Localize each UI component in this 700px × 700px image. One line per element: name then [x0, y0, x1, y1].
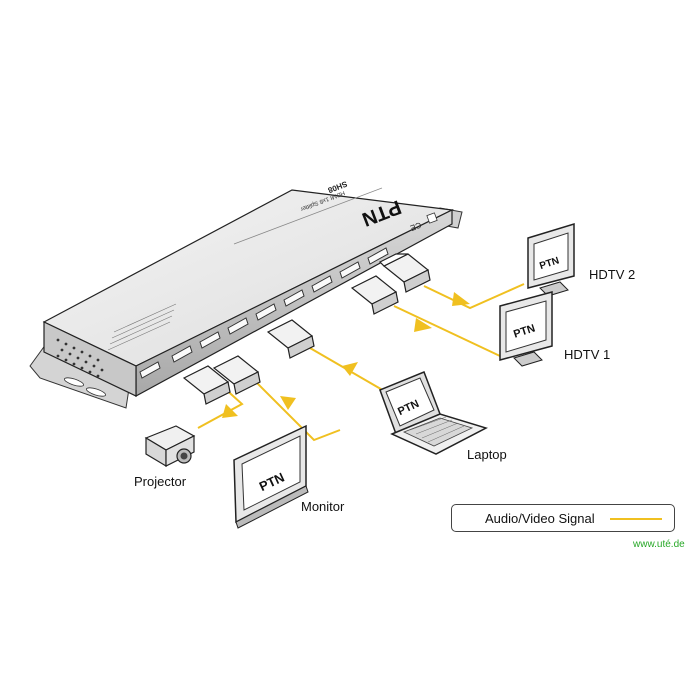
- monitor-device: PTN: [233, 424, 309, 529]
- legend-signal-line: [610, 518, 662, 520]
- hdmi-port: [227, 317, 249, 335]
- hdtv1-display: PTN: [499, 291, 553, 367]
- projector-device: [144, 425, 196, 468]
- hdmi-port: [367, 247, 389, 265]
- hdmi-port: [283, 289, 305, 307]
- hdmi-connectors: [182, 253, 431, 405]
- signal-line-hdtv2: [423, 283, 525, 310]
- laptop-device: PTN: [379, 371, 488, 455]
- hdmi-port: [171, 345, 193, 363]
- legend-box: Audio/Video Signal: [451, 504, 675, 532]
- mounting-ear-left: [29, 343, 131, 409]
- label-monitor: Monitor: [301, 499, 345, 514]
- arrow-head: [414, 318, 432, 332]
- arrow-head: [452, 292, 470, 306]
- label-laptop: Laptop: [467, 447, 507, 462]
- hdtv2-display: PTN: [527, 222, 575, 297]
- hdmi-port: [199, 331, 221, 349]
- hdmi-port: [255, 303, 277, 321]
- hdmi-plug: [212, 355, 261, 395]
- arrow-head: [342, 362, 358, 376]
- legend-label: Audio/Video Signal: [485, 511, 595, 526]
- arrow-head: [280, 396, 296, 410]
- splitter-ce-mark: CE: [409, 220, 423, 232]
- hdmi-plug: [378, 253, 431, 293]
- hdmi-port-row: [139, 247, 389, 379]
- signal-line-monitor: [251, 377, 341, 442]
- hdmi-port: [311, 275, 333, 293]
- hdmi-port: [139, 361, 161, 379]
- label-hdtv2: HDTV 2: [589, 267, 636, 282]
- hdmi-plug: [182, 365, 231, 405]
- signal-line-hdtv1: [393, 305, 501, 357]
- label-projector: Projector: [134, 474, 187, 489]
- signal-arrows: [222, 292, 470, 418]
- label-hdtv1: HDTV 1: [564, 347, 611, 362]
- hdmi-port: [339, 261, 361, 279]
- hdmi-plug: [350, 275, 399, 315]
- watermark-text: www.uté.de: [633, 539, 685, 550]
- hdmi-plug: [266, 319, 315, 359]
- splitter-end-panel: [43, 321, 137, 397]
- hdmi-splitter-device: PTN SH08 HDMI 1x8 Splitter CE: [29, 179, 463, 409]
- arrow-head: [222, 404, 238, 418]
